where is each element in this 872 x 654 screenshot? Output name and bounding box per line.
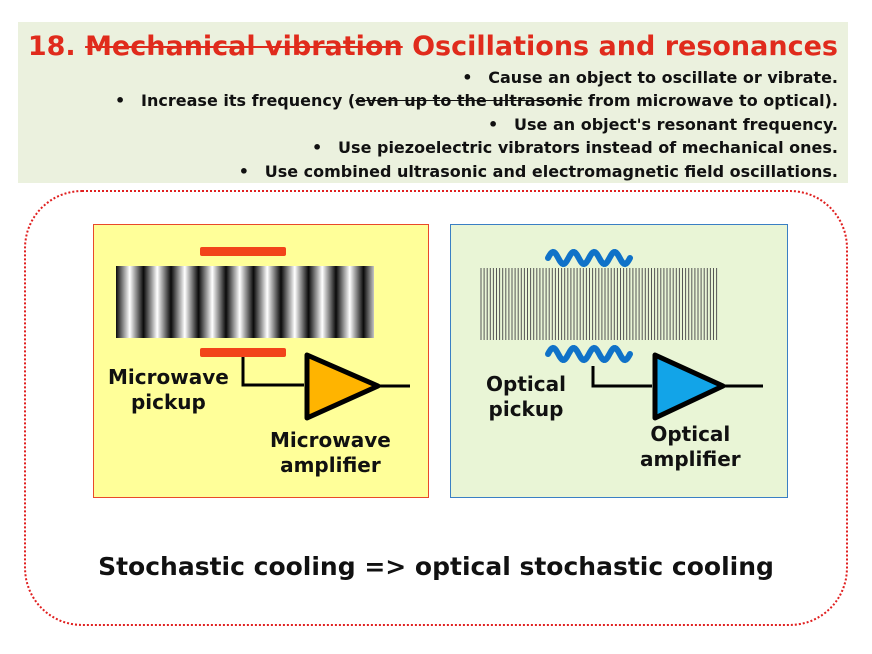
bullet-dot: • bbox=[462, 68, 473, 87]
optical-panel bbox=[450, 224, 788, 498]
amplifier-triangle bbox=[652, 352, 726, 421]
bullet-dot: • bbox=[488, 114, 499, 134]
bullet-dot: • bbox=[115, 91, 126, 111]
slide-title: 18. Mechanical vibration Oscillations an… bbox=[28, 31, 838, 62]
caption: Stochastic cooling => optical stochastic… bbox=[98, 552, 774, 581]
bullet-struck-text: even up to the ultrasonic bbox=[355, 91, 583, 111]
bunched-beam bbox=[116, 266, 374, 338]
bottom-wave-icon bbox=[545, 344, 633, 364]
bottom-electrode bbox=[200, 348, 286, 357]
bullet-item: • Increase its frequency (even up to the … bbox=[115, 89, 838, 112]
label-line: Microwave bbox=[108, 365, 229, 389]
label-line: amplifier bbox=[280, 453, 381, 477]
label-line: amplifier bbox=[640, 447, 741, 471]
bullet-item: • Cause an object to oscillate or vibrate… bbox=[115, 66, 838, 89]
pickup-wire bbox=[591, 366, 652, 388]
bullet-text: Increase its frequency ( bbox=[141, 91, 356, 111]
bullet-text: Use piezoelectric vibrators instead of m… bbox=[338, 138, 838, 158]
bullet-list: • Cause an object to oscillate or vibrate… bbox=[115, 66, 838, 183]
optical-pickup-label: Optical pickup bbox=[486, 372, 566, 422]
top-wave-icon bbox=[545, 248, 633, 268]
title-rest: Oscillations and resonances bbox=[402, 31, 838, 62]
top-electrode bbox=[200, 247, 286, 256]
header-panel: 18. Mechanical vibration Oscillations an… bbox=[18, 22, 848, 183]
optical-diagram bbox=[480, 248, 763, 421]
dotted-frame bbox=[24, 190, 848, 626]
bullet-dot: • bbox=[238, 161, 249, 181]
bullet-item: • Use combined ultrasonic and electromagn… bbox=[115, 160, 838, 183]
bullet-text: Cause an object to oscillate or vibrate. bbox=[488, 68, 838, 87]
label-line: Optical bbox=[486, 372, 566, 396]
label-line: Microwave bbox=[270, 428, 391, 452]
bullet-item: • Use an object's resonant frequency. bbox=[115, 113, 838, 136]
microwave-amplifier-label: Microwave amplifier bbox=[270, 428, 391, 478]
title-struck-text: Mechanical vibration bbox=[85, 31, 403, 62]
label-line: Optical bbox=[650, 422, 731, 446]
bullet-item: • Use piezoelectric vibrators instead of … bbox=[115, 136, 838, 159]
label-line: pickup bbox=[488, 397, 564, 421]
optical-amplifier-label: Optical amplifier bbox=[640, 422, 741, 472]
label-line: pickup bbox=[130, 390, 206, 414]
bullet-text: from microwave to optical). bbox=[582, 91, 838, 111]
bullet-text: Use an object's resonant frequency. bbox=[514, 114, 838, 134]
title-prefix: 18. bbox=[27, 31, 86, 62]
microwave-pickup-label: Microwave pickup bbox=[108, 365, 229, 415]
bullet-text: Use combined ultrasonic and electromagne… bbox=[264, 161, 838, 181]
light-pulse-lines bbox=[480, 268, 718, 340]
bullet-dot: • bbox=[312, 138, 323, 158]
microwave-diagram bbox=[116, 247, 410, 421]
amplifier-triangle bbox=[304, 352, 381, 421]
pickup-wire bbox=[241, 357, 304, 387]
